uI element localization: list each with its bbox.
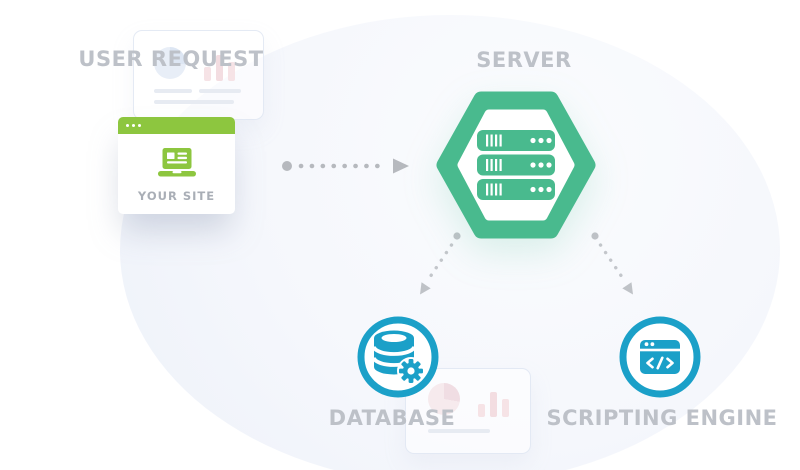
browser-dots-icon: [126, 124, 141, 127]
text-line-ghost: [199, 89, 241, 93]
scripting-engine-node: [619, 316, 701, 398]
server-hexagon: [436, 91, 596, 239]
user-request-label: USER REQUEST: [78, 47, 264, 71]
your-site-card: YOUR SITE: [118, 117, 235, 214]
laptop-icon: [158, 148, 196, 177]
database-gear-icon: [372, 330, 425, 385]
database-node: [357, 316, 439, 398]
pie-chart-ghost-icon: [428, 383, 460, 415]
code-window-icon: [640, 340, 680, 374]
gear-icon: [397, 357, 425, 385]
server-rack-icon: [477, 130, 555, 200]
text-line-ghost: [154, 100, 234, 104]
arrow-site-to-server: [282, 158, 409, 174]
text-line-ghost: [154, 89, 192, 93]
server-label: SERVER: [476, 48, 572, 72]
arrow-server-to-scripting-engine: [591, 232, 633, 295]
pie-chart-ghost-icon: [154, 47, 186, 79]
arrow-server-to-database: [420, 232, 461, 295]
ghost-chart-card-top: [133, 30, 264, 120]
scripting-engine-label: SCRIPTING ENGINE: [546, 406, 778, 430]
bar-chart-ghost-icon: [478, 383, 509, 417]
browser-titlebar: [118, 117, 235, 134]
your-site-caption: YOUR SITE: [137, 189, 216, 203]
text-line-ghost: [428, 429, 490, 433]
database-label: DATABASE: [328, 406, 456, 430]
bar-chart-ghost-icon: [204, 47, 235, 81]
